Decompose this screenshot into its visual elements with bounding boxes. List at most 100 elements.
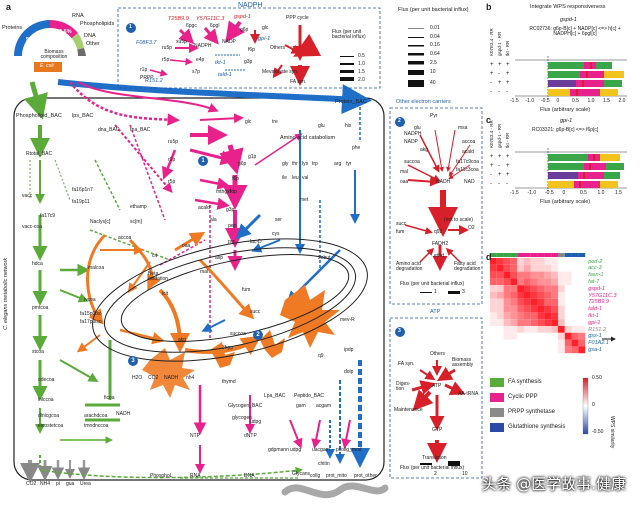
node-e4p: e4p — [196, 57, 205, 63]
heatmap-cell — [510, 332, 518, 340]
heatmap-cell — [496, 292, 504, 299]
panel-label-c: c — [486, 115, 492, 125]
heatmap-cell — [496, 285, 504, 292]
el-flux-v1: 1 — [434, 289, 437, 295]
heatmap-cell — [503, 278, 511, 286]
heatmap-cell — [524, 332, 531, 340]
b-row-label-2: tkt - RR — [505, 40, 510, 56]
c-marker-0 — [593, 154, 595, 161]
atp-aatrna: AA-tRNA — [458, 391, 479, 397]
c-tick-3: 0 — [562, 190, 566, 196]
b-sign-1-0: + — [490, 71, 494, 77]
cbar-mid: 0 — [592, 402, 595, 408]
node-fa17p: fa17p0iso — [80, 319, 102, 325]
amino-acid-pathway — [201, 102, 370, 468]
node-pcollg: pcollg_mod — [336, 447, 362, 453]
c-sign-0-1: + — [498, 154, 502, 160]
heatmap-cell — [537, 298, 545, 306]
heatmap-cell — [510, 319, 518, 326]
heatmap-cell — [524, 339, 531, 347]
heatmap-cell — [578, 258, 586, 265]
heatmap-cell — [558, 305, 565, 313]
b-sign-1-2: + — [506, 71, 510, 77]
heatmap-gene-1: acc-3 — [588, 265, 602, 272]
heatmap-cell — [578, 346, 586, 354]
b-bar-1-2 — [604, 71, 624, 78]
heatmap-cell — [496, 312, 504, 320]
b-bar-1-1 — [580, 71, 604, 78]
atp-badge — [395, 327, 405, 337]
el-glu: glu — [414, 125, 421, 131]
el-nadph: NADPH — [404, 131, 422, 137]
heatmap-cell — [490, 339, 497, 347]
badge-1-main: 1 — [198, 156, 208, 166]
el-q92: q92 — [434, 229, 443, 235]
heatmap-cell — [510, 305, 518, 313]
heatmap-cell — [551, 258, 558, 265]
nadph-diagram — [149, 20, 322, 86]
nadph-badge — [126, 23, 136, 33]
heatmap-gene-5: Y57G11C.3 — [588, 292, 617, 299]
heatmap-cell — [490, 305, 497, 313]
el-msa: msa — [458, 125, 468, 131]
node-glu-main: glu — [318, 123, 325, 129]
cbar-min: -0.50 — [592, 429, 604, 435]
node-lys: lys — [302, 161, 309, 167]
heatmap-cell — [510, 264, 518, 272]
el-fa11c3: fa11c3coa — [456, 167, 479, 173]
heatmap-cell — [537, 319, 545, 326]
c-row-label-1: gspd-1 - RR — [497, 123, 502, 148]
heatmap-cell — [517, 278, 524, 286]
c-bar-3-1 — [574, 181, 600, 188]
gene-gpi1: gpi-1 — [258, 36, 271, 42]
heatmap-group-bar-10 — [558, 253, 565, 257]
node-met: met — [300, 197, 309, 203]
heatmap-cell — [578, 298, 586, 306]
heatmap-cell — [524, 326, 531, 333]
heatmap-cell — [537, 346, 545, 354]
b-bar-0-2 — [596, 62, 612, 69]
heatmap-cell — [558, 319, 565, 326]
flux-legend-title: Flux (per unit bacterial influx) — [398, 7, 469, 13]
b-sign-3-1: - — [498, 89, 500, 95]
el-akg: akg — [420, 147, 429, 153]
b-tick-3: 0 — [556, 98, 560, 104]
node-tre: tre — [272, 119, 278, 125]
phospholipid-influx-arrow — [23, 81, 48, 120]
node-fa15p: fa15p0iso — [80, 311, 102, 317]
heatmap-cell — [490, 319, 497, 326]
heatmap-group-bar-0 — [490, 253, 497, 257]
heatmap-cell — [564, 339, 572, 347]
flux-legend-v6: 40 — [430, 80, 436, 86]
node-phosphol: PhosphoL — [150, 473, 173, 479]
node-fa16: fa16p1n7 — [72, 187, 93, 193]
b-bar-3-2 — [600, 89, 618, 96]
heatmap-cell — [503, 285, 511, 292]
nadph-flux-v3: 1.5 — [358, 69, 365, 75]
c-gene: gpi-1 — [560, 118, 573, 124]
heatmap-cell — [558, 258, 565, 265]
node-fdp: fdp — [230, 189, 237, 195]
node-amino-cat: Amino acid catabolism — [280, 135, 336, 141]
node-6pgl: 6pgl — [210, 23, 220, 29]
heatmap-cell — [503, 339, 511, 347]
heatmap-group-bar-4 — [517, 253, 524, 257]
heatmap-cell — [551, 332, 558, 340]
nadph-flux-v2: 1.0 — [358, 61, 365, 67]
node-dolp: dolp — [344, 369, 354, 375]
node-gdpmann: gdpmann — [268, 447, 289, 453]
heatmap-cell — [544, 292, 552, 299]
heatmap-cell — [544, 332, 552, 340]
heatmap-group-bar-8 — [544, 253, 552, 257]
c-tick-1: -1.0 — [527, 190, 537, 196]
heatmap-cell — [517, 285, 524, 292]
heatmap-cell — [530, 258, 538, 265]
heatmap-cell — [537, 339, 545, 347]
node-vacccoa: vacc-coa — [22, 224, 43, 230]
b-row-label-0: K07E3.4 - RR — [489, 28, 494, 56]
c-sign-2-0: - — [490, 172, 492, 178]
c-bar-0-0 — [548, 154, 588, 161]
heatmap-cell — [510, 312, 518, 320]
panel-label-a: a — [6, 2, 12, 12]
heatmap-cell — [503, 292, 511, 299]
